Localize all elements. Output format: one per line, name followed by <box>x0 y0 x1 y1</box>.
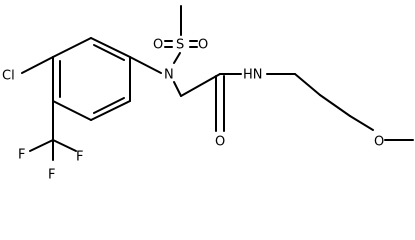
ring-n-bond <box>129 56 162 74</box>
c-f-bond <box>52 139 77 152</box>
atom-label-o-sulfonyl-right: O <box>198 38 208 53</box>
atom-label-nh: HN <box>243 68 263 83</box>
ring-bond <box>52 37 92 58</box>
ring-double-bond <box>93 97 125 114</box>
ring-bond <box>52 100 92 121</box>
molecule-structure-diagram: Cl N S O O HN O O F F F <box>2 5 414 183</box>
chain-bond <box>319 94 351 117</box>
atom-label-s: S <box>176 38 184 53</box>
atom-label-cl: Cl <box>2 69 15 84</box>
ring-bond <box>90 100 131 121</box>
c-f-bond <box>29 139 54 152</box>
atom-label-o-ether: O <box>374 135 384 150</box>
atom-label-f-top: F <box>18 148 25 163</box>
benzene-ring <box>52 37 131 121</box>
atom-label-f-bottom: F <box>76 150 83 165</box>
n-ch2-bond <box>173 81 182 97</box>
chain-bond <box>294 73 321 96</box>
atom-label-o-sulfonyl-left: O <box>153 38 163 53</box>
atom-label-f-left: F <box>48 168 55 183</box>
n-s-bond <box>173 52 181 64</box>
ch2-carbonyl-bond <box>180 73 221 97</box>
ring-double-bond <box>93 44 125 61</box>
ring-bond <box>90 37 131 58</box>
atom-label-o-carbonyl: O <box>215 135 225 150</box>
ch2-o-bond <box>349 115 374 131</box>
atom-label-n: N <box>164 68 174 83</box>
c-cl-bond <box>21 56 54 74</box>
